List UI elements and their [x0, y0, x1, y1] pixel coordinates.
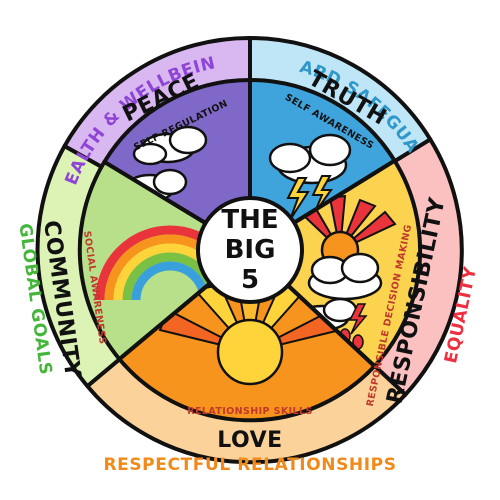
center-line-1: THE: [221, 205, 278, 235]
center-line-2: BIG: [225, 235, 276, 265]
center-line-3: 5: [241, 265, 259, 295]
skill-label-love: RELATIONSHIP SKILLS: [187, 406, 312, 417]
value-label-love: LOVE: [217, 428, 282, 453]
lightning-icon: [286, 175, 333, 221]
sun-icon: [216, 318, 284, 386]
cloud-icon: [307, 252, 383, 301]
cloud-icon: [268, 133, 352, 185]
outer-label-love: RESPECTFUL RELATIONSHIPS: [103, 455, 396, 475]
cloud-icon: [132, 125, 208, 166]
center-hub: THE BIG 5: [196, 196, 304, 304]
lightning-icon: [348, 303, 368, 335]
